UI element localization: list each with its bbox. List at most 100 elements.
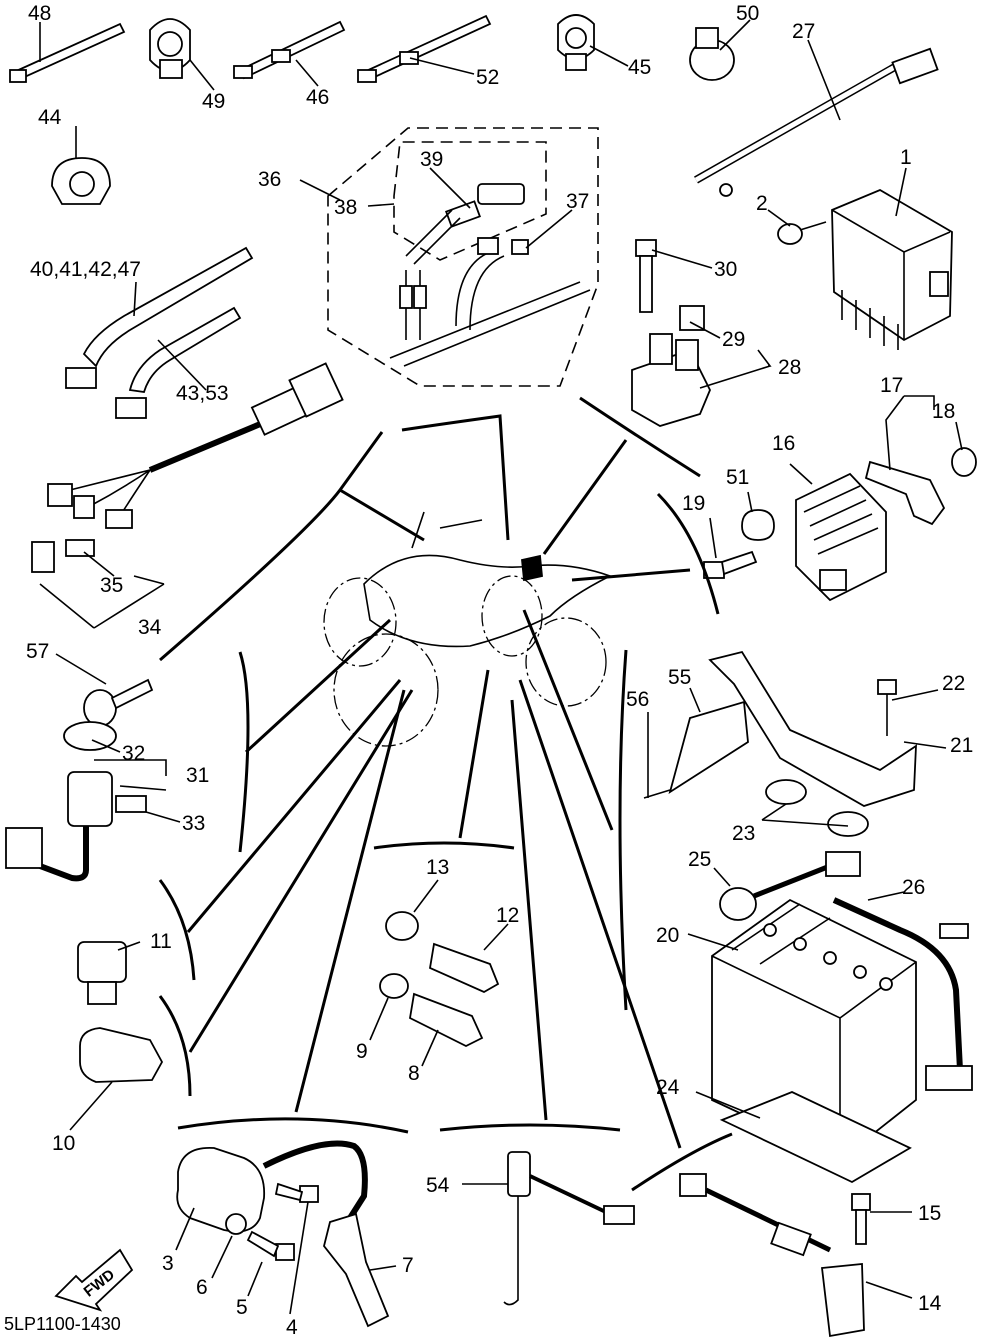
atv-outline: [323, 511, 613, 747]
callout-40-41-42-47: 40,41,42,47: [30, 258, 141, 281]
callout-49: 49: [202, 90, 225, 113]
callout-44: 44: [38, 106, 62, 129]
callout-29: 29: [722, 328, 745, 351]
part-27-lead: [694, 47, 939, 197]
callout-43-53: 43,53: [176, 382, 229, 405]
callout-12: 12: [496, 904, 519, 927]
part-5-bolt: [246, 1230, 295, 1261]
callout-28: 28: [778, 356, 801, 379]
callout-25: 25: [688, 848, 711, 871]
callout-33: 33: [182, 812, 205, 835]
part-21-battery-band: [643, 650, 917, 837]
callout-16: 16: [772, 432, 795, 455]
subassembly-36-box: [327, 127, 599, 387]
callout-35: 35: [100, 574, 123, 597]
callout-32: 32: [122, 742, 145, 765]
part-16-rectifier-regulator: [795, 472, 887, 602]
part-40-41-42-47-cable-tie: [65, 246, 254, 389]
callout-30: 30: [714, 258, 737, 281]
part-46-cable-tie: [233, 20, 346, 80]
part-48-cable-tie: [9, 22, 126, 83]
callout-52: 52: [476, 66, 499, 89]
callout-10: 10: [52, 1132, 75, 1155]
callout-leaders: [39, 19, 963, 1315]
part-28-starter-relay: [631, 305, 711, 427]
callout-15: 15: [918, 1202, 941, 1225]
part-51-clamp: [741, 509, 775, 541]
callout-31: 31: [186, 764, 209, 787]
callout-2: 2: [756, 192, 768, 215]
callout-17: 17: [880, 374, 903, 397]
callout-20: 20: [656, 924, 679, 947]
callout-18: 18: [932, 400, 955, 423]
part-3-ignition-coil: [176, 1140, 368, 1233]
callout-14: 14: [918, 1292, 942, 1315]
callout-37: 37: [566, 190, 589, 213]
part-43-53-cable-tie: [115, 306, 242, 419]
callout-46: 46: [306, 86, 329, 109]
callout-26: 26: [902, 876, 925, 899]
callout-11: 11: [150, 930, 172, 953]
part-17-bracket: [864, 447, 977, 526]
callout-39: 39: [420, 148, 443, 171]
part-49-clamp: [149, 18, 191, 79]
part-9-gasket: [379, 973, 409, 999]
part-52-cable-tie: [357, 14, 492, 83]
part-7-plug-cap: [323, 1212, 390, 1328]
part-26-minus-lead: [832, 897, 973, 1091]
part-24-battery-tray: [719, 1091, 912, 1184]
part-11-sensor: [77, 941, 127, 1005]
callout-56: 56: [626, 688, 649, 711]
callout-4: 4: [286, 1316, 298, 1339]
part-12-switch: [428, 942, 500, 994]
callout-48: 48: [28, 2, 51, 25]
callout-55: 55: [668, 666, 691, 689]
fwd-arrow-icon: FWD: [54, 1248, 134, 1312]
part-50-clamp: [689, 27, 735, 81]
callout-54: 54: [426, 1174, 450, 1197]
callout-7: 7: [402, 1254, 414, 1277]
drawing-code: 5LP1100-1430: [4, 1314, 121, 1334]
callout-57: 57: [26, 640, 49, 663]
callout-6: 6: [196, 1276, 208, 1299]
callout-24: 24: [656, 1076, 680, 1099]
callout-5: 5: [236, 1296, 248, 1319]
callout-34: 34: [138, 616, 162, 639]
part-25-terminal-cover: [719, 851, 861, 921]
part-6-washer: [225, 1213, 247, 1235]
callout-8: 8: [408, 1062, 420, 1085]
part-44-clamp: [51, 157, 111, 205]
part-45-clamp: [557, 14, 595, 71]
part-54-speed-sensor: [503, 1151, 635, 1306]
leader-lines: [158, 396, 733, 1192]
part-13-gasket: [385, 911, 419, 941]
callout-38: 38: [334, 196, 357, 219]
part-14-sensor: [679, 1173, 865, 1338]
callout-50: 50: [736, 2, 759, 25]
callout-36: 36: [258, 168, 281, 191]
callout-22: 22: [942, 672, 965, 695]
callout-23: 23: [732, 822, 755, 845]
callout-1: 1: [900, 146, 912, 169]
part-8-switch: [409, 992, 484, 1048]
part-34-wire-harness: [31, 362, 344, 573]
callout-labels: 48 49 46 52 45 50 27 44 36 38 39 37 1 2 …: [26, 2, 973, 1339]
callout-19: 19: [682, 492, 705, 515]
part-2-screw: [777, 221, 827, 245]
callout-9: 9: [356, 1040, 368, 1063]
part-10-sensor: [79, 1027, 164, 1083]
part-20-battery: [711, 898, 917, 1162]
callout-51: 51: [726, 466, 749, 489]
callout-27: 27: [792, 20, 815, 43]
callout-3: 3: [162, 1252, 174, 1275]
part-31-main-switch: [5, 678, 154, 882]
callout-21: 21: [950, 734, 973, 757]
part-4-bolt: [274, 1182, 319, 1203]
part-19-bolt: [703, 550, 758, 579]
part-1-cdi-unit: [831, 188, 953, 350]
part-30-bolt: [635, 239, 657, 313]
callout-45: 45: [628, 56, 651, 79]
part-15-bolt: [851, 1193, 871, 1245]
callout-13: 13: [426, 856, 449, 879]
